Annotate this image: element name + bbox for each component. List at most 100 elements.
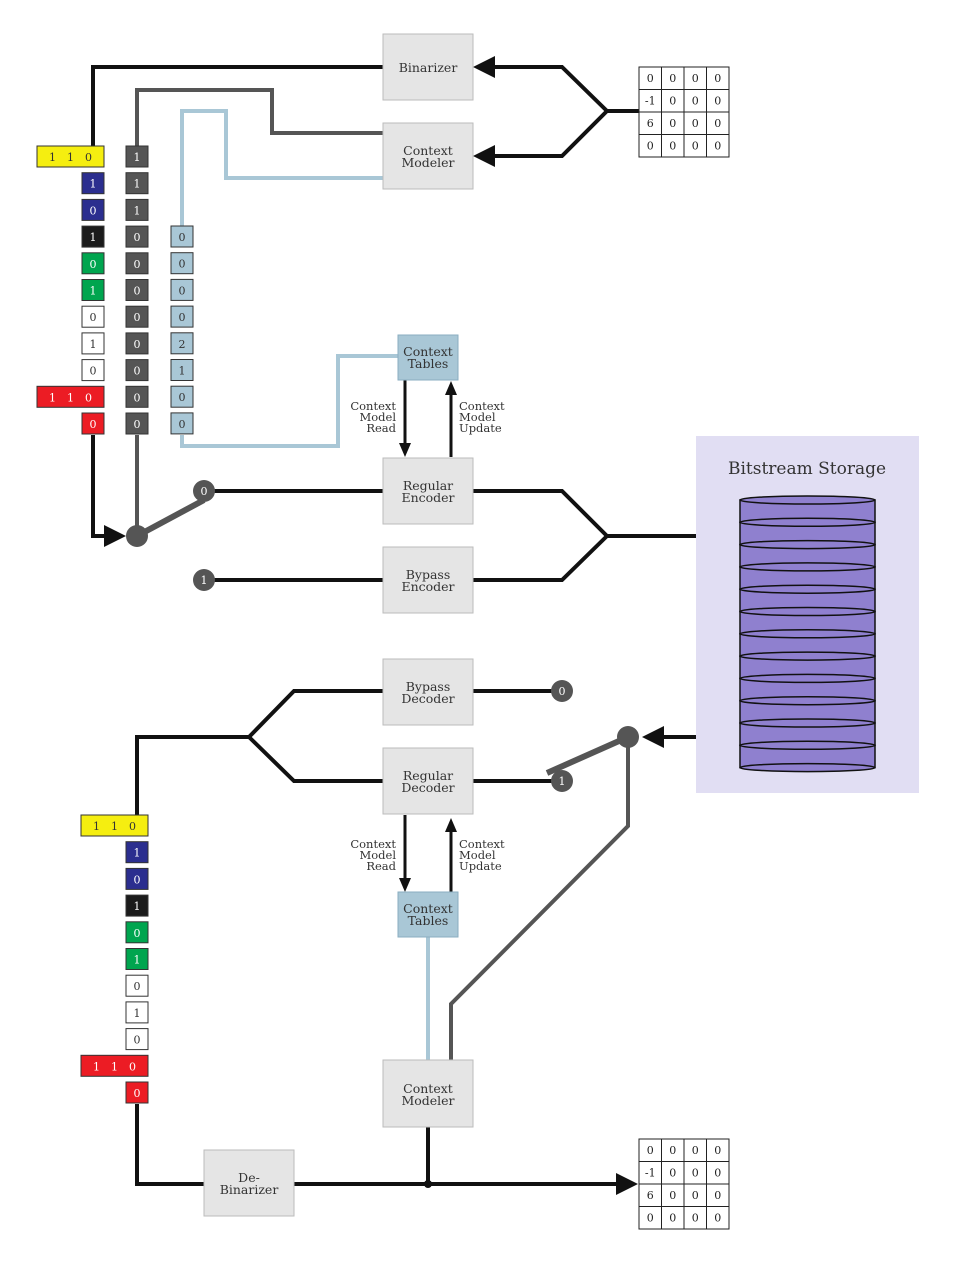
bypass-decoder-block: Bypass Decoder [382, 658, 474, 726]
bin-cell-value: 0 [134, 927, 141, 940]
disk-platter-rim [739, 651, 876, 661]
matrix-cell-value: 0 [714, 1144, 721, 1157]
bin-cell [125, 172, 149, 195]
bin-cell [81, 359, 105, 382]
svg-text:Read: Read [366, 421, 396, 435]
svg-text:Context: Context [403, 143, 453, 158]
bin-cell-value: 1 1 0 [93, 1060, 136, 1073]
bin-cell-value: 0 [134, 418, 141, 431]
bin-cell [125, 412, 149, 435]
matrix-cell-value: 0 [647, 72, 654, 85]
svg-text:Context: Context [403, 901, 453, 916]
svg-text:Encoder: Encoder [401, 579, 454, 594]
matrix-cell-value: 6 [647, 1189, 654, 1202]
bin-cell [125, 252, 149, 275]
svg-text:Context: Context [350, 399, 396, 413]
matrix-cell-value: 0 [692, 1144, 699, 1157]
bin-cell [81, 279, 105, 301]
bin-cell [125, 332, 149, 355]
svg-text:Encoder: Encoder [401, 490, 454, 505]
storage-disk-stack [739, 495, 876, 773]
bin-cell [125, 385, 149, 408]
matrix-cell-value: 0 [669, 1189, 676, 1202]
bin-cell [81, 252, 105, 275]
bin-cell-value: 0 [134, 365, 141, 378]
bin-cell [81, 172, 105, 195]
bin-cell-value: 1 1 0 [49, 391, 92, 404]
svg-text:Regular: Regular [403, 478, 453, 493]
bin-cell [80, 814, 149, 837]
bin-cell-value: 0 [134, 873, 141, 886]
bin-cell-value: 1 [134, 1007, 141, 1020]
bin-cell-value: 0 [134, 1087, 141, 1100]
svg-text:Model: Model [459, 410, 496, 424]
matrix-cell-value: 0 [669, 1212, 676, 1225]
regular-encoder-block: Regular Encoder [382, 457, 474, 525]
bin-cell-value: 0 [179, 258, 186, 271]
svg-text:1: 1 [201, 574, 208, 587]
matrix-cell-value: 0 [692, 1189, 699, 1202]
encoder-context-tables-block: Context Tables [397, 334, 459, 381]
bin-cell-value: 0 [90, 204, 97, 217]
bin-cell-value: 1 [90, 231, 97, 244]
bin-cell [125, 359, 149, 382]
matrix-cell-value: 0 [714, 1212, 721, 1225]
svg-text:0: 0 [559, 685, 566, 698]
disk-platter-rim [739, 562, 876, 572]
disk-platter-rim [739, 762, 876, 773]
svg-text:De-: De- [238, 1170, 260, 1185]
bin-cell-value: 0 [179, 231, 186, 244]
decoder-switch: 0 1 [551, 680, 639, 792]
svg-text:Modeler: Modeler [401, 1093, 454, 1108]
encoder-wires [91, 56, 729, 582]
bin-cell-value: 1 1 0 [93, 820, 136, 833]
matrix-cell-value: 0 [692, 72, 699, 85]
bin-cell-value: 0 [134, 1034, 141, 1047]
bin-cell-value: 1 [90, 285, 97, 298]
bin-cell [125, 974, 149, 997]
bin-cell-value: 1 [90, 338, 97, 351]
matrix-cell-value: 6 [647, 117, 654, 130]
bin-cell-value: 1 1 0 [49, 151, 92, 164]
bin-cell [125, 1028, 149, 1051]
bin-cell-value: 0 [134, 980, 141, 993]
matrix-cell-value: 0 [714, 1167, 721, 1180]
bin-cell [125, 841, 149, 864]
matrix-cell-value: 0 [692, 117, 699, 130]
decoder-read-label: Context Model Read [350, 837, 396, 873]
bin-cell-value: 1 [134, 954, 141, 967]
binarizer-block: Binarizer [382, 33, 474, 101]
bin-cell [170, 225, 194, 248]
svg-text:Binarizer: Binarizer [220, 1182, 279, 1197]
bin-cell [81, 198, 105, 221]
bin-cell [125, 145, 149, 168]
decoder-update-label: Context Model Update [459, 837, 505, 873]
bin-cell [125, 225, 149, 248]
svg-text:Model: Model [359, 410, 396, 424]
svg-text:Modeler: Modeler [401, 155, 454, 170]
bin-cell-value: 1 [134, 847, 141, 860]
bin-cell [81, 332, 105, 355]
matrix-cell-value: -1 [645, 1167, 656, 1180]
bin-cell [170, 305, 194, 328]
matrix-cell-value: 0 [692, 1212, 699, 1225]
bin-cell [80, 1054, 149, 1077]
matrix-cell-value: 0 [669, 140, 676, 153]
bin-cell-value: 0 [134, 391, 141, 404]
bin-cell-value: 0 [90, 311, 97, 324]
matrix-cell [706, 1206, 730, 1230]
bin-cell [170, 412, 194, 435]
bitstream-storage: Bitstream Storage [696, 436, 919, 793]
matrix-cell-value: 0 [669, 72, 676, 85]
disk-platter-rim [739, 695, 876, 706]
svg-text:Tables: Tables [408, 356, 449, 371]
svg-text:0: 0 [201, 485, 208, 498]
matrix-cell-value: 0 [692, 1167, 699, 1180]
bin-cell [36, 385, 105, 408]
svg-text:Update: Update [459, 859, 502, 873]
bin-cell-value: 2 [179, 338, 186, 351]
